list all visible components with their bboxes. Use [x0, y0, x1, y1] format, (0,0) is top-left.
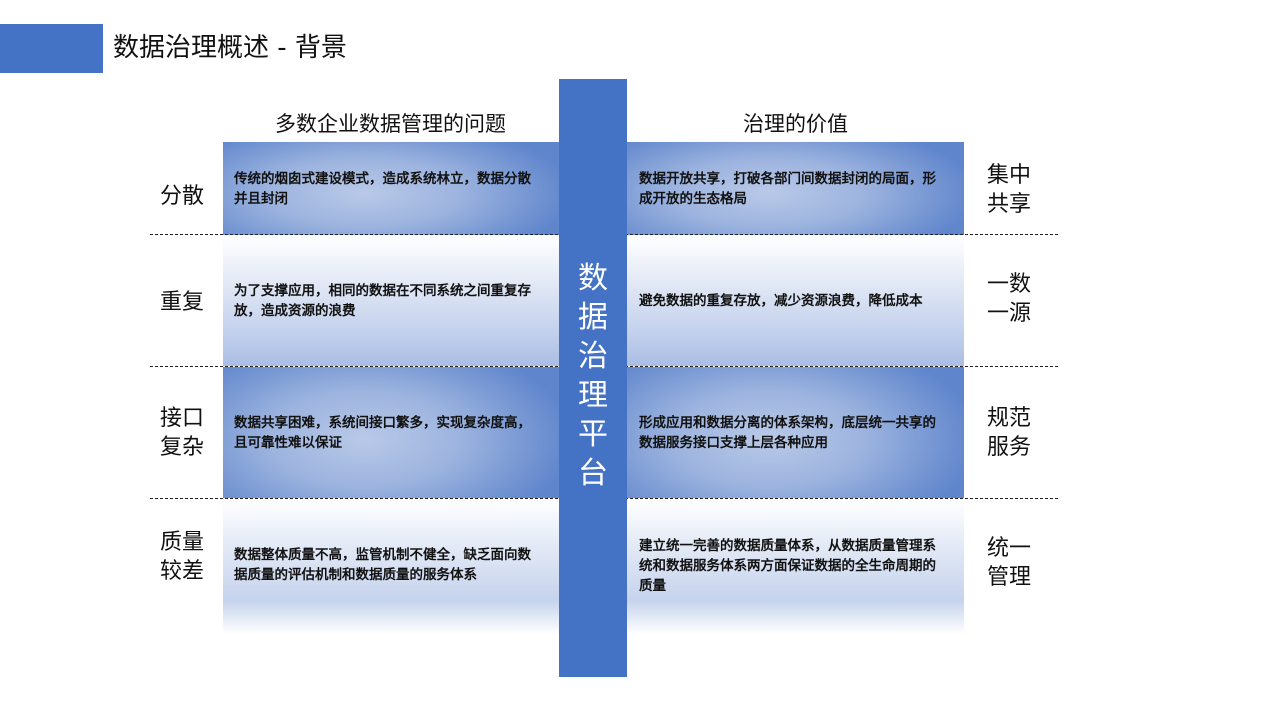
problems-column-header: 多数企业数据管理的问题 [275, 112, 506, 136]
value-label-standard-service: 规范 服务 [986, 406, 1031, 460]
problem-label-poor-quality: 质量 较差 [159, 530, 204, 584]
title-accent-bar [0, 24, 103, 73]
value-column-header: 治理的价值 [743, 112, 848, 136]
problem-label-duplicate: 重复 [159, 290, 204, 315]
value-text: 数据开放共享，打破各部门间数据封闭的局面，形成开放的生态格局 [639, 170, 936, 207]
value-cell-unified-management: 建立统一完善的数据质量体系，从数据质量管理系统和数据服务体系两方面保证数据的全生… [627, 500, 964, 634]
problem-cell-complex-interface: 数据共享困难，系统间接口繁多，实现复杂度高，且可靠性难以保证 [223, 367, 559, 498]
problem-cell-scattered: 传统的烟囱式建设模式，造成系统林立，数据分散并且封闭 [223, 142, 559, 235]
problem-cell-poor-quality: 数据整体质量不高，监管机制不健全，缺乏面向数据质量的评估机制和数据质量的服务体系 [223, 500, 559, 634]
problem-text: 数据共享困难，系统间接口繁多，实现复杂度高，且可靠性难以保证 [234, 414, 531, 451]
value-text: 形成应用和数据分离的体系架构，底层统一共享的数据服务接口支撑上层各种应用 [639, 414, 936, 451]
value-label-single-source: 一数 一源 [986, 272, 1031, 326]
value-cell-shared: 数据开放共享，打破各部门间数据封闭的局面，形成开放的生态格局 [627, 142, 964, 235]
value-cell-standard-service: 形成应用和数据分离的体系架构，底层统一共享的数据服务接口支撑上层各种应用 [627, 367, 964, 498]
problem-label-complex-interface: 接口 复杂 [159, 406, 204, 460]
value-text: 建立统一完善的数据质量体系，从数据质量管理系统和数据服务体系两方面保证数据的全生… [639, 538, 936, 594]
problem-cell-duplicate: 为了支撑应用，相同的数据在不同系统之间重复存放，造成资源的浪费 [223, 236, 559, 366]
platform-label: 数 据 治 理 平 台 [578, 261, 608, 491]
data-governance-platform-bar: 数 据 治 理 平 台 [559, 79, 627, 677]
problem-label-scattered: 分散 [159, 184, 204, 209]
problem-text: 传统的烟囱式建设模式，造成系统林立，数据分散并且封闭 [234, 170, 531, 207]
problem-text: 数据整体质量不高，监管机制不健全，缺乏面向数据质量的评估机制和数据质量的服务体系 [234, 547, 531, 583]
problem-text: 为了支撑应用，相同的数据在不同系统之间重复存放，造成资源的浪费 [234, 283, 531, 319]
value-cell-single-source: 避免数据的重复存放，减少资源浪费，降低成本 [627, 236, 964, 366]
value-text: 避免数据的重复存放，减少资源浪费，降低成本 [639, 293, 923, 309]
value-label-unified-management: 统一 管理 [986, 536, 1031, 590]
page-title: 数据治理概述 - 背景 [113, 33, 347, 63]
value-label-shared: 集中 共享 [986, 163, 1031, 217]
